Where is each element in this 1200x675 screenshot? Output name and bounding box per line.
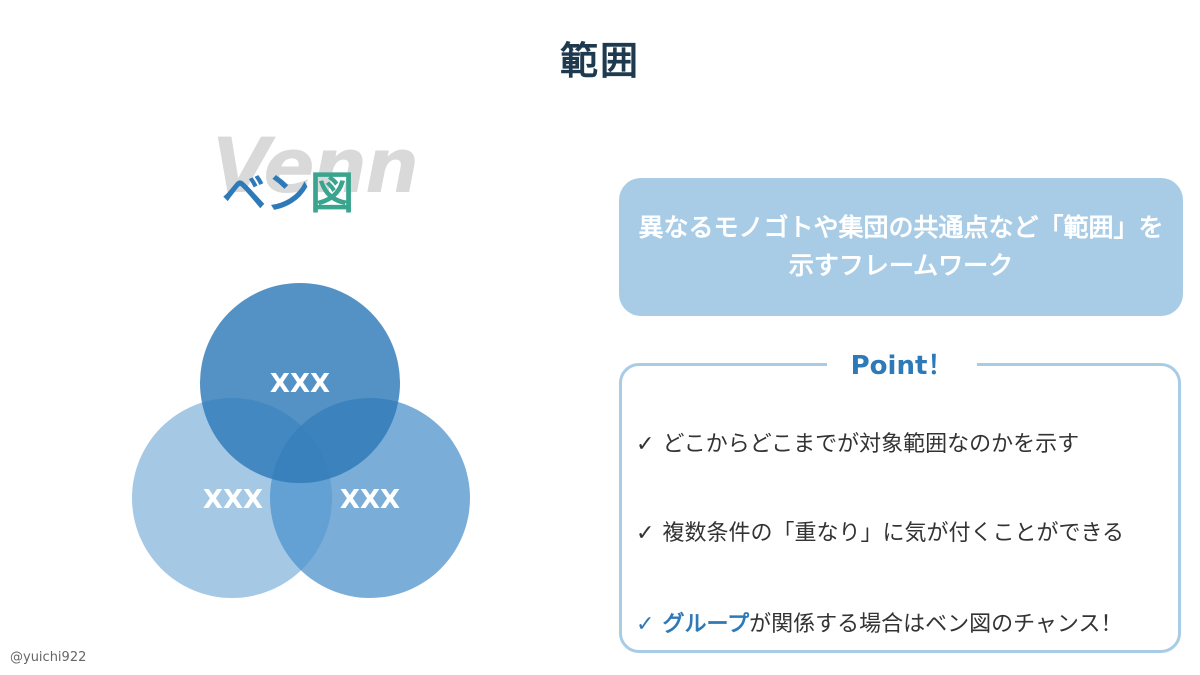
- point-item-text: 複数条件の「重なり」に気が付くことができる: [662, 521, 1124, 546]
- venn-circle-bottom-right-label: XXX: [340, 485, 400, 515]
- venn-circle-top: [200, 283, 400, 483]
- venn-background-text: Venn: [212, 121, 419, 210]
- venn-diagram: XXX XXX XXX: [132, 283, 470, 598]
- point-item-3: ✓ グループが関係する場合はベン図のチャンス！: [636, 606, 1122, 638]
- point-item-text: どこからどこまでが対象範囲なのかを示す: [662, 432, 1080, 457]
- summary-line-1: 異なるモノゴトや集団の共通点など「範囲」を: [638, 213, 1164, 242]
- summary-line-2: 示すフレームワーク: [788, 251, 1014, 280]
- venn-label-kanji: 図: [310, 168, 354, 219]
- venn-label-kana: ベン: [222, 168, 310, 219]
- author-credit: @yuichi922: [10, 650, 87, 665]
- point-item-highlight: グループ: [662, 612, 750, 637]
- check-icon: ✓: [636, 432, 655, 457]
- summary-box: 異なるモノゴトや集団の共通点など「範囲」を 示すフレームワーク: [619, 178, 1183, 316]
- check-icon: ✓: [636, 612, 655, 637]
- point-item-1: ✓ どこからどこまでが対象範囲なのかを示す: [636, 426, 1079, 458]
- check-icon: ✓: [636, 521, 655, 546]
- page-title: 範囲: [559, 39, 640, 83]
- point-title: Point！: [827, 346, 977, 386]
- point-item-2: ✓ 複数条件の「重なり」に気が付くことができる: [636, 515, 1124, 547]
- venn-circle-top-label: XXX: [270, 369, 330, 399]
- point-item-text: が関係する場合はベン図のチャンス！: [749, 612, 1123, 637]
- venn-diagram-label: ベン図: [222, 172, 354, 216]
- venn-circle-bottom-left-label: XXX: [203, 485, 263, 515]
